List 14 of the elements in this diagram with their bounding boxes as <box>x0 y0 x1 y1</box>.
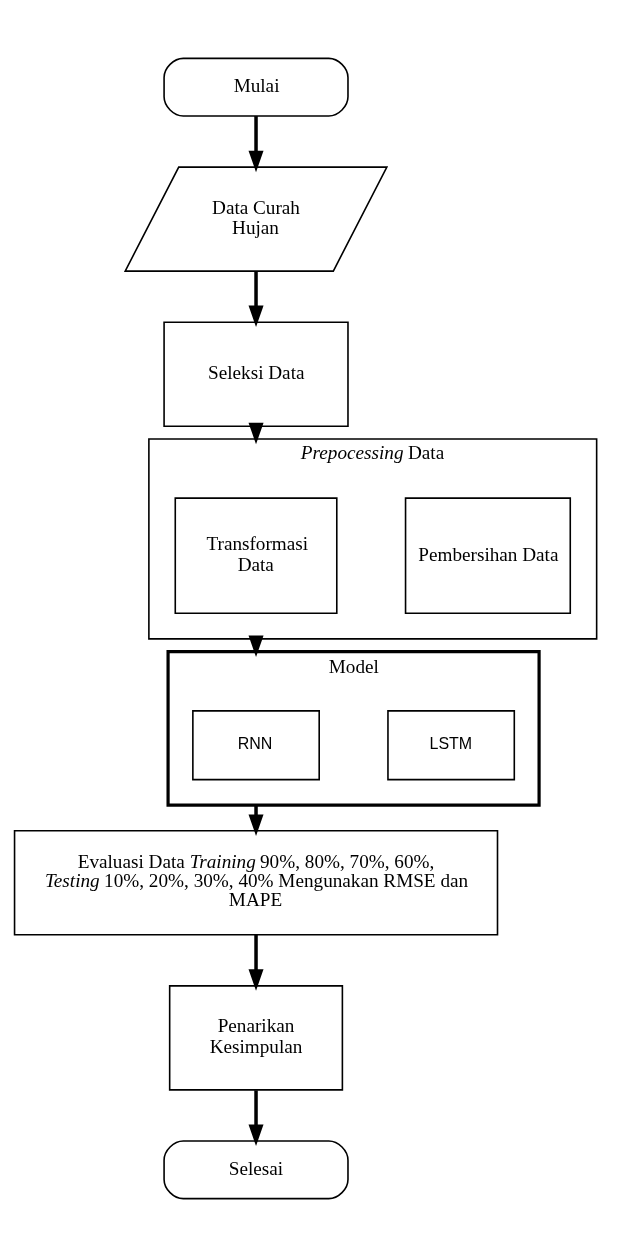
node-box: Mulai <box>163 57 349 117</box>
node-box: Pembersihan Data <box>404 497 572 615</box>
arrow <box>248 1090 264 1146</box>
arrow <box>248 271 264 328</box>
node-box: LSTM <box>387 710 516 781</box>
arrow <box>248 422 264 445</box>
arrow <box>248 934 264 991</box>
node-box: Selesai <box>163 1140 349 1200</box>
node-box: Penarikan Kesimpulan <box>168 985 344 1091</box>
node-box: RNN <box>192 710 320 781</box>
arrow <box>248 805 264 836</box>
node-box: Evaluasi Data Training 90%, 80%, 70%, 60%, Testing 10%, 20%, 30%, 40% Mengunakan RMSE dan MAPE <box>13 830 499 936</box>
node-box: Transformasi Data <box>174 497 338 615</box>
arrow <box>248 116 264 173</box>
